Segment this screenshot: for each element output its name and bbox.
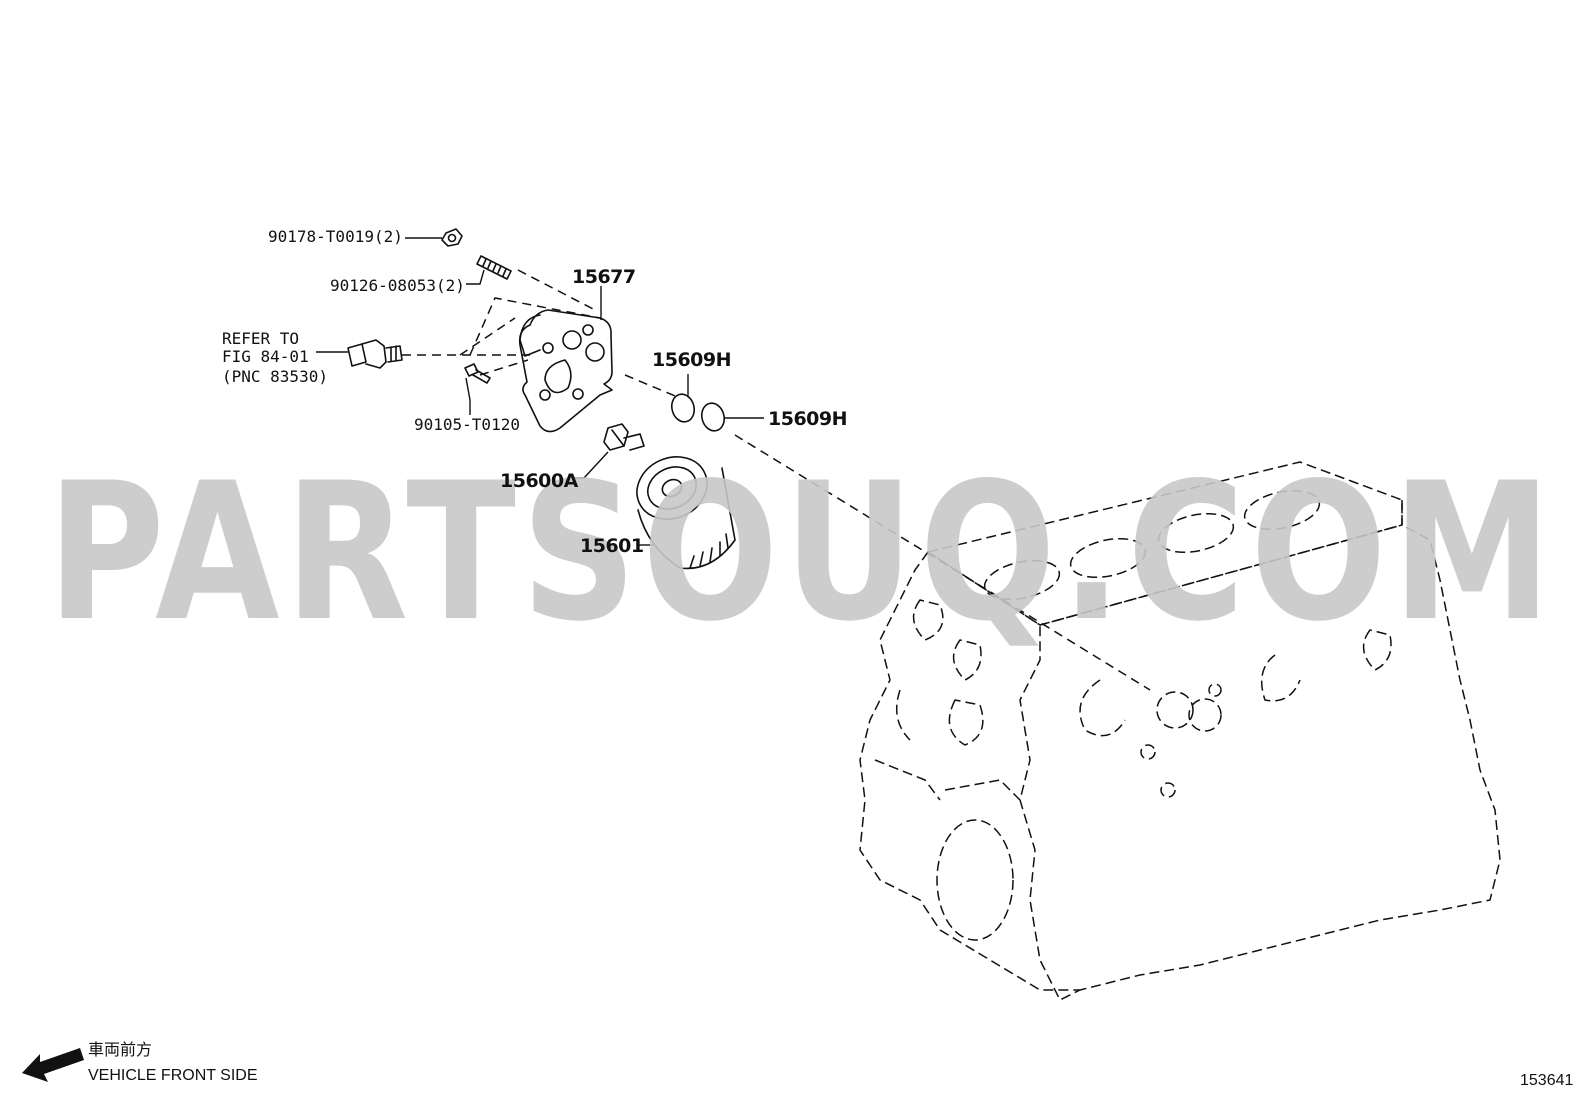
vehicle-front-side-label: VEHICLE FRONT SIDE [88, 1067, 258, 1084]
leader-lines [316, 237, 764, 546]
refer-to-line1: REFER TO [222, 329, 299, 348]
assembly-lines [402, 269, 1151, 691]
oil-filter-icon [636, 456, 736, 570]
bolt-icon [464, 363, 491, 384]
vehicle-front-japanese: 車両前方 [88, 1041, 152, 1059]
stud-bolt-icon [476, 255, 512, 280]
label-90126-08053[interactable]: 90126-08053(2) [330, 276, 465, 295]
label-15609h-upper[interactable]: 15609H [652, 349, 732, 371]
label-15609h-lower[interactable]: 15609H [768, 408, 848, 430]
label-15601[interactable]: 15601 [580, 535, 644, 557]
watermark: PARTSOUQ.COM [47, 442, 1557, 663]
refer-to-line3: (PNC 83530) [222, 367, 328, 386]
label-15677[interactable]: 15677 [572, 266, 636, 288]
refer-to-line2[interactable]: FIG 84-01 [222, 347, 309, 366]
vehicle-front-arrow-icon [22, 1048, 84, 1082]
union-fitting-icon [603, 423, 645, 451]
oil-pressure-switch-icon [347, 339, 403, 369]
label-90105-t0120[interactable]: 90105-T0120 [414, 415, 520, 434]
nut-icon [441, 228, 463, 247]
figure-number: 153641 [1520, 1072, 1573, 1089]
label-90178-t0019[interactable]: 90178-T0019(2) [268, 227, 403, 246]
engine-block-outline [859, 461, 1501, 1001]
oil-filter-bracket-icon [518, 309, 613, 433]
label-15600a[interactable]: 15600A [500, 470, 579, 492]
o-ring-icon [670, 393, 726, 432]
